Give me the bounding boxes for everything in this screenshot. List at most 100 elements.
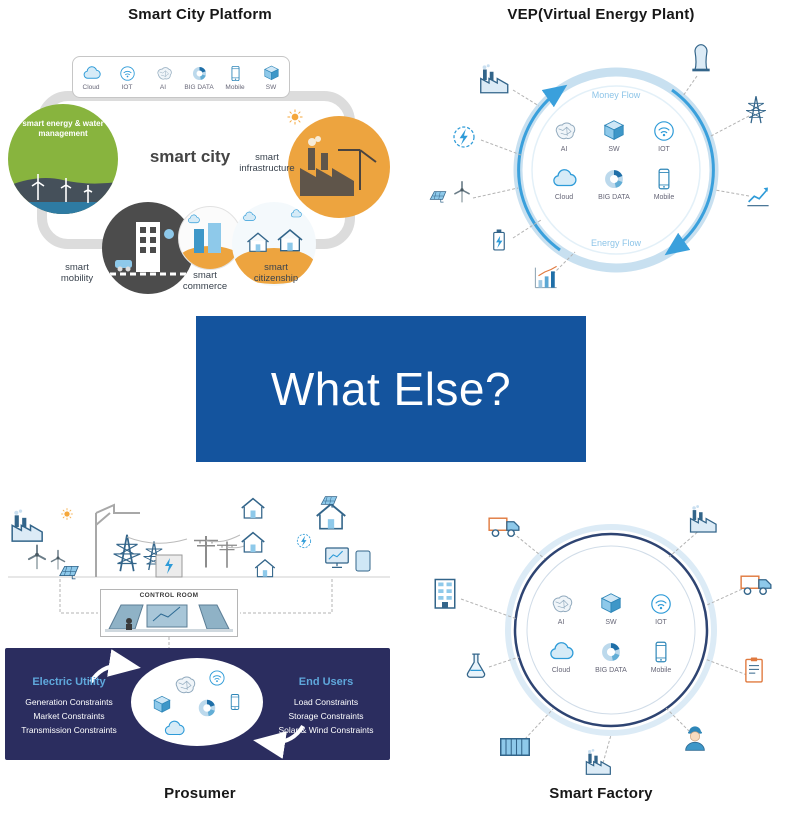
sw-icon bbox=[598, 591, 624, 617]
wind-turbine-icon bbox=[449, 178, 475, 204]
vep-core-icons: AI SW IOT Cloud BIG DATA Mobile bbox=[539, 118, 689, 201]
vep-sat-transmission-tower bbox=[739, 92, 773, 126]
tech-icon-label: Mobile bbox=[225, 83, 245, 91]
end-users-title: End Users bbox=[298, 676, 354, 688]
factory-core-sw: SW bbox=[598, 591, 624, 626]
electric-utility-block: Electric Utility Generation Constraints … bbox=[11, 676, 127, 737]
core-icon-label: AI bbox=[557, 619, 565, 626]
vep-sat-battery bbox=[485, 226, 513, 254]
tech-icon-label: IOT bbox=[121, 83, 133, 91]
mobile-icon bbox=[648, 639, 674, 665]
factory-core-bigdata: BIG DATA bbox=[595, 639, 627, 674]
vep-panel: VEP(Virtual Energy Plant) Money Flow Ene… bbox=[401, 0, 801, 312]
factory-icon bbox=[687, 503, 721, 537]
cloud-icon bbox=[548, 639, 574, 665]
cloud-icon bbox=[82, 64, 101, 83]
core-icon-label: IOT bbox=[655, 619, 667, 626]
big-data-icon bbox=[601, 166, 627, 192]
factory-sat-warehouse bbox=[427, 575, 463, 611]
constraint-item: Transmission Constraints bbox=[21, 725, 117, 736]
smart-commerce-node bbox=[178, 206, 242, 270]
trend-chart-icon bbox=[743, 180, 773, 210]
end-users-block: End Users Load Constraints Storage Const… bbox=[268, 676, 384, 737]
factory-core-iot: IOT bbox=[648, 591, 674, 626]
vep-core-cloud: Cloud bbox=[551, 166, 577, 201]
ai-icon bbox=[154, 64, 173, 83]
vep-sat-bar-chart bbox=[531, 262, 561, 292]
vep-sat-lightning bbox=[449, 122, 479, 152]
tech-icon-label: Cloud bbox=[82, 83, 100, 91]
smart-commerce-label: smart commerce bbox=[182, 270, 228, 293]
smart-citizenship-label: smart citizenship bbox=[253, 262, 299, 285]
core-icon-label: IOT bbox=[658, 146, 670, 153]
electric-utility-title: Electric Utility bbox=[32, 676, 106, 688]
vep-sat-factory bbox=[477, 62, 513, 98]
grid-illustration bbox=[8, 496, 390, 648]
vep-core-mobile: Mobile bbox=[651, 166, 677, 201]
prosumer-panel: CONTROL ROOM bbox=[0, 485, 400, 815]
core-icon-label: Cloud bbox=[551, 667, 571, 674]
flask-icon bbox=[461, 651, 491, 681]
constraint-item: Storage Constraints bbox=[288, 711, 364, 722]
big-data-icon bbox=[190, 64, 209, 83]
factory-sat-factory-top bbox=[687, 503, 721, 537]
tech-icon-iot: IOT bbox=[110, 64, 144, 91]
vep-core-bigdata: BIG DATA bbox=[598, 166, 630, 201]
energy-flow-label: Energy Flow bbox=[590, 238, 642, 248]
citizenship-illustration bbox=[232, 209, 316, 284]
core-icon-label: Mobile bbox=[653, 194, 675, 201]
core-icon-label: AI bbox=[560, 146, 568, 153]
smart-factory-panel: AI SW IOT Cloud BIG DATA Mobile Smart Fa… bbox=[401, 485, 801, 815]
vep-core-ai: AI bbox=[551, 118, 577, 153]
vep-ring-diagram bbox=[472, 67, 750, 275]
core-icon-label: Mobile bbox=[650, 667, 672, 674]
smart-city-title: Smart City Platform bbox=[128, 6, 272, 23]
factory-sat-container bbox=[497, 729, 533, 765]
iot-icon bbox=[118, 64, 137, 83]
factory-icon bbox=[477, 62, 513, 98]
warehouse-icon bbox=[427, 575, 463, 611]
factory-ring-diagram bbox=[460, 524, 752, 764]
smart-city-panel: Smart City Platform Cloud IOT AI BIG DAT… bbox=[0, 0, 400, 312]
vep-title: VEP(Virtual Energy Plant) bbox=[507, 6, 695, 23]
tech-icon-sw: SW bbox=[254, 64, 288, 91]
factory-core-cloud: Cloud bbox=[548, 639, 574, 674]
mobile-icon bbox=[226, 64, 245, 83]
iot-icon bbox=[651, 118, 677, 144]
core-icon-label: SW bbox=[605, 619, 617, 626]
container-icon bbox=[497, 729, 533, 765]
vep-sat-solar-wind bbox=[427, 178, 475, 204]
delivery-truck-icon bbox=[487, 509, 521, 543]
smart-infrastructure-node bbox=[288, 116, 390, 218]
tech-icon-label: SW bbox=[265, 83, 277, 91]
factory-sat-flask bbox=[461, 651, 491, 681]
vep-sat-power-plant bbox=[685, 42, 717, 74]
factory-illustration bbox=[300, 136, 377, 196]
tech-icon-bigdata: BIG DATA bbox=[182, 64, 216, 91]
factory-core-mobile: Mobile bbox=[648, 639, 674, 674]
factory-sat-truck-1 bbox=[487, 509, 521, 543]
tech-icon-bar: Cloud IOT AI BIG DATA Mobile SW bbox=[72, 56, 290, 98]
prosumer-title: Prosumer bbox=[164, 785, 236, 802]
control-room-screens bbox=[105, 604, 233, 632]
mobility-illustration bbox=[110, 222, 186, 276]
core-icon-label: SW bbox=[608, 146, 620, 153]
tech-icon-ai: AI bbox=[146, 64, 180, 91]
worker-icon bbox=[679, 721, 711, 753]
prosumer-constraints-box: Electric Utility Generation Constraints … bbox=[5, 648, 390, 760]
lightning-icon bbox=[449, 122, 479, 152]
power-plant-icon bbox=[685, 42, 717, 74]
ai-icon bbox=[551, 118, 577, 144]
smart-factory-title: Smart Factory bbox=[549, 785, 653, 802]
core-icon-label: Cloud bbox=[554, 194, 574, 201]
factory-core-ai: AI bbox=[548, 591, 574, 626]
cloud-icon bbox=[551, 166, 577, 192]
constraint-item: Market Constraints bbox=[33, 711, 105, 722]
core-icon-label: BIG DATA bbox=[595, 667, 627, 674]
tech-icon-label: BIG DATA bbox=[184, 83, 214, 91]
smart-energy-node: smart energy & water management bbox=[8, 104, 118, 214]
sw-icon bbox=[262, 64, 281, 83]
constraint-item: Load Constraints bbox=[293, 697, 359, 707]
factory-icon bbox=[583, 747, 615, 779]
